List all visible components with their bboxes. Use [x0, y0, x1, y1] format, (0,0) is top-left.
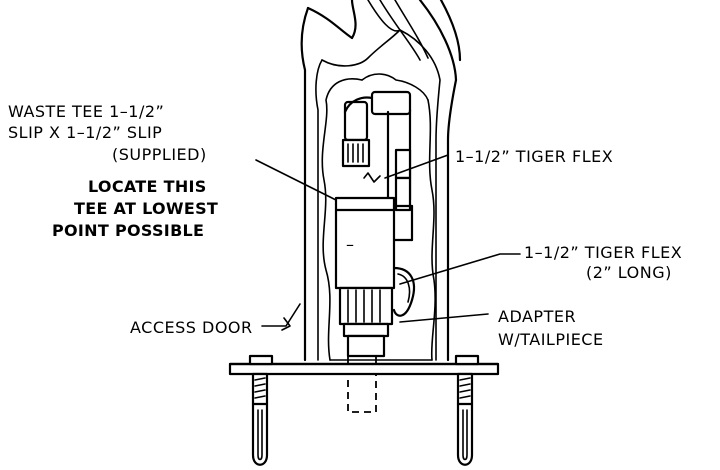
locate-label-line3: POINT POSSIBLE — [52, 221, 204, 240]
base-plate — [228, 354, 500, 466]
label-locate-tee: LOCATE THIS TEE AT LOWEST POINT POSSIBLE — [52, 177, 218, 240]
adapter-label-line1: ADAPTER — [498, 307, 576, 326]
waste-tee — [334, 196, 396, 290]
waste-tee-label-line1: WASTE TEE 1–1/2” — [8, 102, 164, 121]
label-waste-tee: WASTE TEE 1–1/2” SLIP X 1–1/2” SLIP (SUP… — [8, 102, 207, 164]
locate-label-line2: TEE AT LOWEST — [74, 199, 218, 218]
fixture-body — [300, 0, 462, 362]
access-door-label: ACCESS DOOR — [130, 318, 253, 337]
drain-assembly: – — [334, 90, 416, 413]
anchor-bolt-left — [251, 372, 269, 466]
anchor-bolt-right — [456, 372, 474, 466]
upper-fitting — [341, 138, 371, 168]
label-tiger-flex-top: 1–1/2” TIGER FLEX — [455, 147, 613, 166]
adapter-label-line2: W/TAILPIECE — [498, 330, 604, 349]
label-tiger-flex-long: 1–1/2” TIGER FLEX (2” LONG) — [524, 243, 682, 282]
tailpiece — [347, 356, 377, 413]
tee-mark: – — [346, 235, 355, 254]
label-access-door: ACCESS DOOR — [130, 318, 253, 337]
label-adapter: ADAPTER W/TAILPIECE — [498, 307, 604, 349]
tiger-flex-long-label-line1: 1–1/2” TIGER FLEX — [524, 243, 682, 262]
waste-tee-label-line3: (SUPPLIED) — [112, 145, 207, 164]
flex-loop — [392, 266, 416, 317]
locate-label-line1: LOCATE THIS — [88, 177, 207, 196]
waste-tee-label-line2: SLIP X 1–1/2” SLIP — [8, 123, 162, 142]
side-fitting-lower — [394, 176, 412, 212]
tiger-flex-top-label: 1–1/2” TIGER FLEX — [455, 147, 613, 166]
tiger-flex-long-label-line2: (2” LONG) — [586, 263, 672, 282]
leader-lines — [255, 154, 521, 331]
access-door — [321, 73, 436, 361]
